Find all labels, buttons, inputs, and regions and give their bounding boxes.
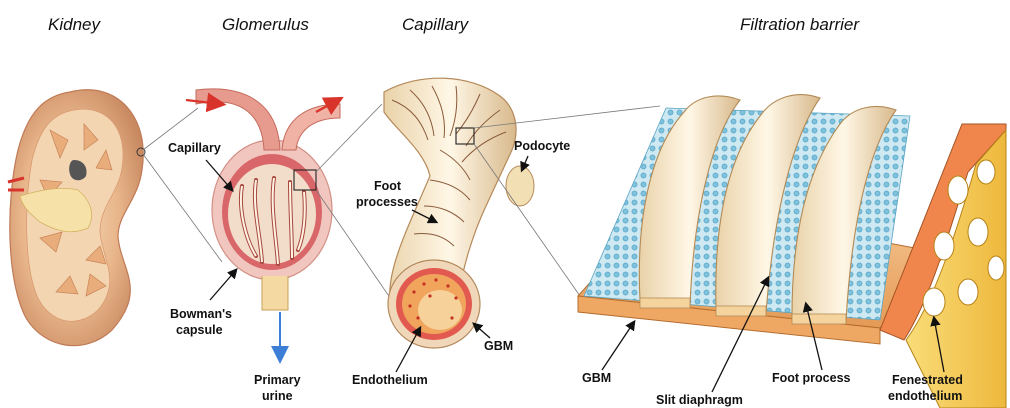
label-slit-diaphragm: Slit diaphragm [656,393,743,407]
glomerulus-illustration [186,89,340,310]
capillary-illustration [384,78,534,348]
label-endothelium: Endothelium [352,373,428,387]
label-fenestrated-endothelium-line1: Fenestrated [892,373,963,387]
kidney-illustration [8,90,145,346]
label-capillary: Capillary [168,141,221,155]
label-bowmans-capsule-line1: Bowman's [170,307,232,321]
label-foot-processes-line1: Foot [374,179,402,193]
label-gbm-barrier: GBM [582,371,611,385]
title-filtration-barrier: Filtration barrier [740,15,860,34]
label-primary-urine-line2: urine [262,389,293,403]
title-capillary: Capillary [402,15,470,34]
label-foot-process: Foot process [772,371,851,385]
label-gbm-capillary: GBM [484,339,513,353]
label-foot-processes-line2: processes [356,195,418,209]
title-kidney: Kidney [48,15,101,34]
label-bowmans-capsule-line2: capsule [176,323,223,337]
label-podocyte: Podocyte [514,139,570,153]
title-glomerulus: Glomerulus [222,15,309,34]
label-primary-urine-line1: Primary [254,373,301,387]
label-fenestrated-endothelium-line2: endothelium [888,389,962,403]
